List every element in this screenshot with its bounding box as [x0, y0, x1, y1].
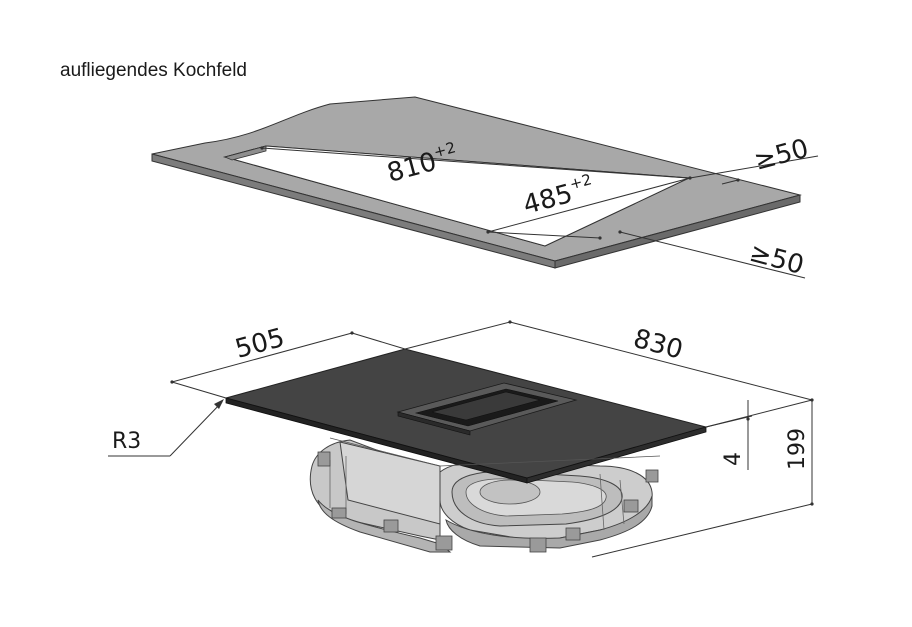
housing-foot — [383, 519, 399, 533]
appliance-length-label: 830 — [630, 324, 686, 366]
housing-rib — [599, 473, 605, 531]
appliance-thickness-label: 4 — [721, 452, 746, 466]
cutout-length-dimline — [261, 147, 689, 179]
downdraft-vent-bar — [431, 391, 541, 421]
dim-830-line — [509, 321, 813, 401]
cutout-inner-edge — [223, 145, 267, 161]
hob-appliance — [224, 348, 708, 553]
dim-dot — [598, 236, 602, 240]
housing-right-lower — [445, 495, 653, 549]
dim-dot — [810, 398, 814, 402]
appliance-width-label: 505 — [232, 323, 288, 365]
housing-foot — [623, 499, 639, 513]
dim-dot — [508, 320, 512, 324]
dim-dot — [260, 146, 264, 150]
housing-rib — [619, 479, 625, 525]
cutout-width-dimline — [487, 177, 691, 233]
dim-830-ext-left — [404, 321, 511, 350]
dim-505-ext-left — [171, 381, 227, 399]
dim-505-ext-right — [351, 332, 406, 350]
radius-label: R3 — [112, 429, 141, 454]
cutout-length-tolerance: +2 — [432, 138, 458, 161]
housing-foot — [435, 535, 453, 551]
dim-dot — [486, 230, 490, 234]
housing-center-box — [339, 441, 441, 525]
diagram-title: aufliegendes Kochfeld — [60, 60, 247, 81]
edge-front-label: ≥50 — [746, 238, 807, 281]
edge-back-tick — [721, 179, 739, 185]
dim-dot — [810, 502, 814, 506]
fan-housing — [309, 439, 659, 553]
dim-dot — [736, 178, 740, 182]
glass-front-edge-right — [526, 426, 707, 484]
cutout-width-tolerance: +2 — [568, 170, 594, 193]
housing-foot — [317, 451, 331, 467]
dim-dot — [688, 176, 692, 180]
cutout-extension-front — [487, 231, 601, 239]
mounting-frame — [329, 437, 661, 467]
worktop-edge-right — [554, 194, 801, 269]
appliance-dimensions: 505 830 4 199 R3 — [108, 320, 814, 558]
housing-foot — [565, 527, 581, 541]
dim-4-ext-top — [705, 415, 753, 428]
dim-dot — [746, 417, 750, 421]
dim-199-ext-bottom — [591, 503, 813, 558]
downdraft-vent-front — [397, 411, 471, 436]
housing-foot — [331, 507, 347, 519]
dim-505-line — [171, 332, 353, 383]
worktop-cutout: 810 +2 485 +2 ≥50 ≥50 — [151, 96, 819, 281]
dim-dot — [618, 230, 622, 234]
radius-leader-diag — [169, 401, 223, 457]
radius-arrowhead — [214, 399, 224, 409]
housing-foot — [529, 537, 547, 553]
edge-front-dimline — [619, 231, 806, 279]
edge-back-label: ≥50 — [751, 134, 812, 177]
edge-back-dimline — [689, 155, 819, 179]
appliance-height-label: 199 — [785, 428, 810, 470]
dim-dot — [170, 380, 174, 384]
fan-impeller — [479, 479, 541, 505]
dim-dot — [350, 331, 354, 335]
housing-foot — [645, 469, 659, 483]
